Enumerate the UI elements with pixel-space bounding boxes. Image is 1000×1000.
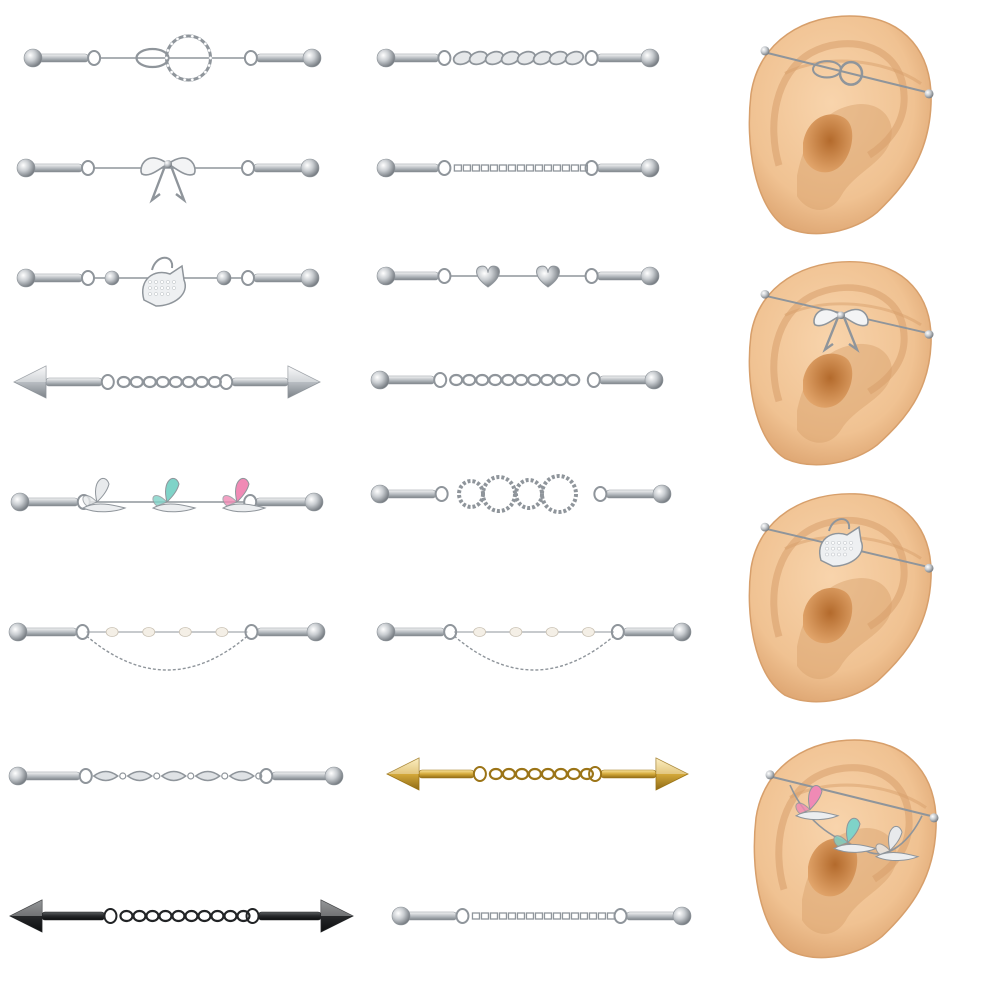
barbell-product bbox=[376, 158, 660, 178]
barbell-product bbox=[8, 766, 344, 786]
barbell-product bbox=[8, 622, 326, 671]
worn-barbell bbox=[760, 46, 934, 99]
barbell-product bbox=[376, 622, 692, 671]
worn-barbell bbox=[760, 518, 934, 573]
barbell-product bbox=[10, 478, 324, 513]
barbell-product bbox=[370, 474, 672, 514]
barbell-product bbox=[370, 370, 664, 390]
ear-model bbox=[753, 739, 939, 959]
worn-barbell bbox=[765, 770, 939, 862]
barbell-product bbox=[386, 757, 689, 791]
barbell-product bbox=[16, 256, 320, 307]
ear-model bbox=[748, 15, 934, 235]
barbell-product bbox=[376, 265, 660, 288]
barbell-product bbox=[9, 899, 354, 933]
barbell-product bbox=[391, 906, 692, 926]
ear-model bbox=[748, 261, 934, 466]
ear-model bbox=[748, 493, 934, 703]
barbell-product bbox=[13, 365, 321, 399]
barbell-product bbox=[23, 34, 322, 82]
barbell-product bbox=[376, 48, 660, 68]
barbell-product bbox=[16, 157, 320, 204]
worn-barbell bbox=[760, 289, 934, 353]
